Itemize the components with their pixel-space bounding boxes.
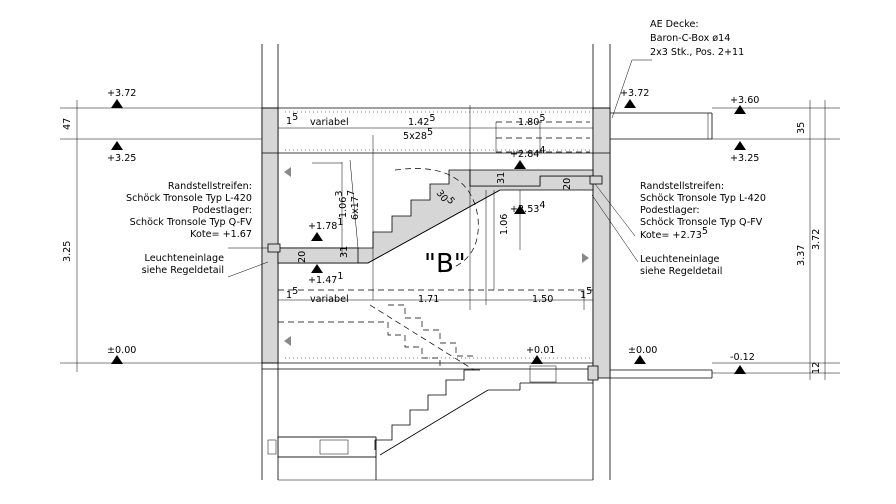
left-kote: Kote= +1.67 [190, 229, 252, 240]
dim-bot-1-5-a: 15 [286, 286, 298, 301]
right-rand: Randstellstreifen: [640, 181, 724, 192]
dimension-labels: 47 3.25 35 3.37 3.72 12 15 variabel 1.42… [62, 112, 822, 374]
dim-right-372: 3.72 [811, 229, 822, 250]
right-wall [592, 44, 611, 480]
dim-bot-171: 1.71 [418, 294, 439, 305]
right-schoeck-1: Schöck Tronsole Typ L-420 [640, 193, 766, 204]
level-labels: +3.72 +3.25 ±0.00 +3.72 +3.60 +3.25 ±0.0… [107, 88, 759, 363]
left-schoeck-2: Schöck Tronsole Typ Q-FV [130, 217, 253, 228]
lower-flight [267, 304, 599, 481]
dim-right-12: 12 [811, 362, 822, 374]
dim-right-35: 35 [796, 122, 807, 134]
right-view-arrow [582, 253, 589, 263]
dim-v-20-left: 20 [297, 251, 308, 263]
level-floor-mid: ±0.00 [628, 345, 657, 356]
ground-floor-slab [262, 357, 713, 379]
level-floor-right: -0.12 [730, 352, 755, 363]
dim-right-337: 3.37 [796, 245, 807, 266]
level-landing-left-top: +1.781 [308, 217, 344, 232]
right-podest: Podestlager: [640, 205, 700, 216]
callout-leaders [227, 59, 652, 278]
dim-top-1-5-a: 15 [286, 112, 298, 127]
dim-bot-variabel: variabel [310, 294, 349, 305]
left-view-arrow-2 [284, 336, 291, 346]
upper-slab [262, 107, 610, 154]
level-under-slab-right: +3.25 [730, 153, 759, 164]
dim-bot-150: 1.50 [532, 294, 553, 305]
left-note: Randstellstreifen: Schöck Tronsole Typ L… [126, 181, 252, 276]
ae-line-2: Baron-C-Box ø14 [650, 33, 730, 44]
ae-line-1: AE Decke: [650, 19, 699, 30]
stair-label: "B" [424, 249, 466, 279]
dim-v-1063: 1.063 [334, 191, 349, 218]
right-note: Randstellstreifen: Schöck Tronsole Typ L… [640, 181, 766, 277]
level-top-left: +3.72 [107, 88, 136, 99]
level-under-slab-left: +3.25 [107, 153, 136, 164]
dim-bot-1-5-b: 15 [580, 286, 592, 301]
left-view-arrow [284, 167, 291, 177]
ae-note: AE Decke: Baron-C-Box ø14 2x3 Stk., Pos.… [650, 19, 744, 58]
right-kote: Kote= +2.735 [640, 226, 708, 241]
left-leucht-1: Leuchteneinlage [145, 253, 225, 264]
dim-top-1425: 1.425 [408, 113, 435, 128]
dim-v-6x177: 6x177 [346, 190, 361, 220]
left-wall [261, 44, 279, 480]
dim-v-106: 1.06 [499, 214, 510, 235]
level-landing-left-bot: +1.471 [308, 271, 344, 286]
dim-left-325: 3.25 [62, 241, 73, 262]
upper-flight [277, 121, 594, 264]
reference-lines [278, 105, 593, 310]
level-markers [111, 99, 746, 374]
right-slab [610, 112, 713, 140]
level-floor-left: ±0.00 [107, 345, 136, 356]
level-landing-right-top: +2.844 [510, 145, 546, 160]
dimension-lines [60, 100, 840, 380]
level-landing-right-bot: +2.534 [510, 200, 546, 215]
dim-v-20-right: 20 [562, 178, 573, 190]
dim-top-5x285: 5x285 [403, 127, 433, 142]
dim-left-47: 47 [62, 118, 73, 130]
left-leucht-2: siehe Regeldetail [142, 265, 224, 276]
stair-id-label: "B" [424, 249, 466, 279]
right-leucht-2: siehe Regeldetail [640, 266, 722, 277]
level-floor-stair: +0.01 [526, 345, 555, 356]
dim-top-1805: 1.805 [518, 113, 545, 128]
right-leucht-1: Leuchteneinlage [640, 254, 720, 265]
dim-v-31-left: 31 [339, 246, 350, 258]
right-schoeck-2: Schöck Tronsole Typ Q-FV [640, 217, 763, 228]
left-rand: Randstellstreifen: [168, 181, 252, 192]
level-right-slab-top: +3.60 [730, 95, 759, 106]
ae-line-3: 2x3 Stk., Pos. 2+11 [650, 47, 744, 58]
dim-top-variabel: variabel [310, 117, 349, 128]
level-top-right: +3.72 [620, 88, 649, 99]
left-podest: Podestlager: [192, 205, 252, 216]
dim-v-31-right: 31 [496, 172, 507, 184]
left-schoeck-1: Schöck Tronsole Typ L-420 [126, 193, 252, 204]
